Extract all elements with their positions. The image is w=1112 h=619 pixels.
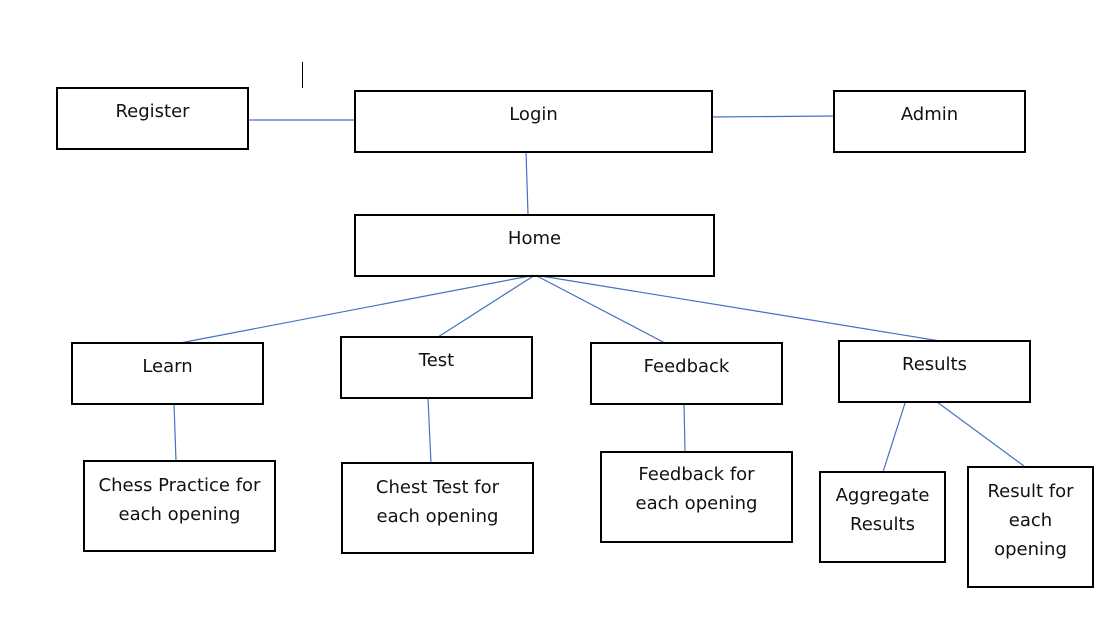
- chest-test-box[interactable]: Chest Test for each opening: [341, 462, 534, 554]
- results-box[interactable]: Results: [838, 340, 1031, 403]
- results-label: Results: [902, 354, 967, 375]
- connector-login-home: [525, 150, 529, 216]
- login-box[interactable]: Login: [354, 90, 713, 153]
- test-box[interactable]: Test: [340, 336, 533, 399]
- connector-learn-chess-practice: [173, 403, 177, 462]
- home-label: Home: [507, 228, 562, 249]
- text-cursor: [302, 62, 303, 88]
- connector-home-feedback: [534, 274, 666, 344]
- aggregate-results-box[interactable]: Aggregate Results: [819, 471, 946, 563]
- chess-practice-box[interactable]: Chess Practice for each opening: [83, 460, 276, 552]
- feedback-label: Feedback: [643, 356, 730, 377]
- connector-feedback-feedback-each: [683, 401, 686, 453]
- result-each-box[interactable]: Result for each opening: [967, 466, 1094, 588]
- connector-home-results: [534, 274, 941, 342]
- aggregate-results-label: Aggregate Results: [835, 485, 930, 535]
- connector-results-result-each: [936, 401, 1025, 467]
- chest-test-label: Chest Test for each opening: [375, 477, 500, 527]
- feedback-each-box[interactable]: Feedback for each opening: [600, 451, 793, 543]
- admin-label: Admin: [900, 104, 959, 125]
- connector-home-learn: [179, 274, 536, 344]
- home-box[interactable]: Home: [354, 214, 715, 277]
- learn-box[interactable]: Learn: [71, 342, 264, 405]
- test-label: Test: [418, 350, 455, 371]
- admin-box[interactable]: Admin: [833, 90, 1026, 153]
- connector-results-aggregate: [882, 399, 907, 473]
- connector-home-test: [437, 274, 536, 338]
- feedback-box[interactable]: Feedback: [590, 342, 783, 405]
- connector-test-chest-test: [427, 397, 432, 465]
- result-each-label: Result for each opening: [987, 481, 1074, 560]
- register-label: Register: [115, 101, 190, 122]
- login-label: Login: [509, 104, 558, 125]
- learn-label: Learn: [142, 356, 193, 377]
- register-box[interactable]: Register: [56, 87, 249, 150]
- chess-practice-label: Chess Practice for each opening: [98, 475, 261, 525]
- feedback-each-label: Feedback for each opening: [635, 464, 758, 514]
- connector-login-admin: [711, 115, 835, 118]
